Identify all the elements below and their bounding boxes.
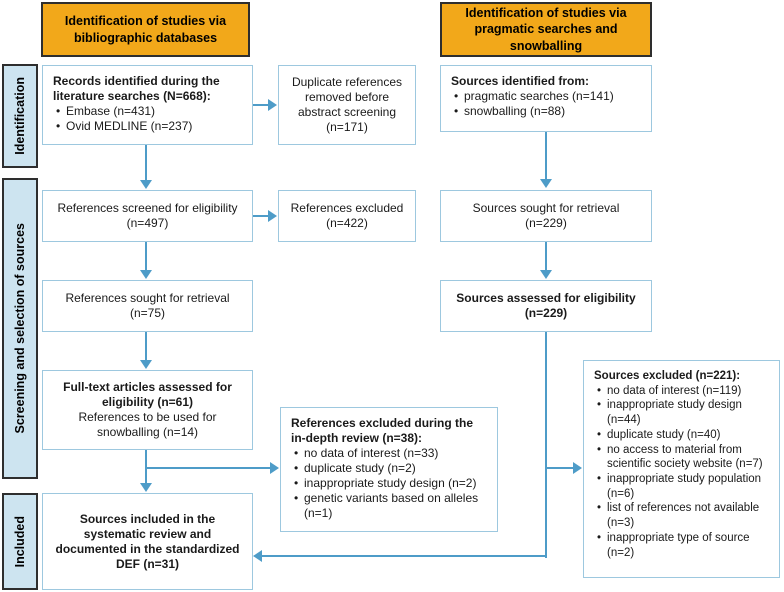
arrow-records-to-screened-icon: [140, 145, 152, 189]
list-item: pragmatic searches (n=141): [451, 89, 643, 104]
box-fulltext-assessed: Full-text articles assessed for eligibil…: [42, 370, 253, 450]
sources-sought-text: Sources sought for retrieval (n=229): [472, 201, 620, 230]
list-item: snowballing (n=88): [451, 104, 643, 119]
arrow-sought-to-assessed-icon: [540, 242, 552, 279]
list-item: inappropriate study design (n=44): [594, 398, 771, 427]
arrow-sought-to-fulltext-icon: [140, 332, 152, 369]
sidebar-identification: Identification: [2, 64, 38, 168]
list-item: duplicate study (n=40): [594, 428, 771, 443]
box-references-screened: References screened for eligibility (n=4…: [42, 190, 253, 242]
line-assessed-down-icon: [545, 332, 547, 558]
sources-identified-title: Sources identified from:: [451, 74, 590, 88]
box-sources-assessed: Sources assessed for eligibility (n=229): [440, 280, 652, 332]
box-references-excluded: References excluded (n=422): [278, 190, 416, 242]
box-sources-identified: Sources identified from: pragmatic searc…: [440, 65, 652, 132]
header-bibliographic-label: Identification of studies via bibliograp…: [64, 14, 227, 45]
sources-assessed-text: Sources assessed for eligibility (n=229): [456, 291, 636, 320]
list-item: genetic variants based on alleles (n=1): [291, 491, 489, 521]
sources-included-text: Sources included in the systematic revie…: [55, 511, 240, 571]
list-item: Ovid MEDLINE (n=237): [53, 119, 244, 134]
list-item: no data of interest (n=33): [291, 446, 489, 461]
sidebar-screening-label: Screening and selection of sources: [13, 223, 27, 434]
arrow-assessed-to-included-icon: [253, 550, 547, 562]
records-identified-title: Records identified during the literature…: [53, 74, 220, 103]
sources-identified-list: pragmatic searches (n=141) snowballing (…: [451, 89, 643, 119]
sidebar-included: Included: [2, 493, 38, 590]
indepth-excluded-list: no data of interest (n=33) duplicate stu…: [291, 446, 489, 521]
list-item: duplicate study (n=2): [291, 461, 489, 476]
sidebar-screening: Screening and selection of sources: [2, 178, 38, 479]
list-item: list of references not available (n=3): [594, 501, 771, 530]
sidebar-identification-label: Identification: [13, 77, 27, 155]
box-duplicates-removed: Duplicate references removed before abst…: [278, 65, 416, 145]
fulltext-assessed-title: Full-text articles assessed for eligibil…: [63, 380, 232, 409]
arrow-identified-to-sought-icon: [540, 132, 552, 188]
list-item: Embase (n=431): [53, 104, 244, 119]
header-pragmatic-label: Identification of studies via pragmatic …: [465, 6, 627, 53]
box-references-sought: References sought for retrieval (n=75): [42, 280, 253, 332]
duplicates-removed-text: Duplicate references removed before abst…: [291, 75, 403, 134]
references-excluded-text: References excluded (n=422): [290, 201, 404, 230]
list-item: inappropriate study design (n=2): [291, 476, 489, 491]
list-item: inappropriate study population (n=6): [594, 472, 771, 501]
arrow-screened-to-sought-icon: [140, 242, 152, 279]
header-bibliographic-databases: Identification of studies via bibliograp…: [41, 2, 250, 57]
arrow-records-to-duplicates-icon: [253, 99, 277, 111]
fulltext-assessed-subtitle: References to be used for snowballing (n…: [78, 410, 217, 439]
box-records-identified: Records identified during the literature…: [42, 65, 253, 145]
references-screened-text: References screened for eligibility (n=4…: [57, 201, 238, 230]
arrow-assessed-to-excluded-icon: [546, 462, 582, 474]
sources-excluded-title: Sources excluded (n=221):: [594, 370, 741, 382]
arrow-fulltext-to-indepth-icon: [146, 462, 279, 474]
box-sources-included: Sources included in the systematic revie…: [42, 493, 253, 590]
sidebar-included-label: Included: [13, 515, 27, 568]
list-item: no access to material from scientific so…: [594, 443, 771, 472]
box-sources-sought: Sources sought for retrieval (n=229): [440, 190, 652, 242]
box-sources-excluded: Sources excluded (n=221): no data of int…: [583, 360, 780, 578]
arrow-screened-to-excluded-icon: [253, 210, 277, 222]
references-sought-text: References sought for retrieval (n=75): [65, 291, 230, 320]
header-pragmatic-snowballing: Identification of studies via pragmatic …: [440, 2, 652, 57]
indepth-excluded-title: References excluded during the in-depth …: [291, 416, 474, 445]
list-item: inappropriate type of source (n=2): [594, 531, 771, 560]
box-indepth-excluded: References excluded during the in-depth …: [280, 407, 498, 532]
list-item: no data of interest (n=119): [594, 384, 771, 399]
sources-excluded-list: no data of interest (n=119) inappropriat…: [594, 384, 771, 561]
records-identified-list: Embase (n=431) Ovid MEDLINE (n=237): [53, 104, 244, 134]
